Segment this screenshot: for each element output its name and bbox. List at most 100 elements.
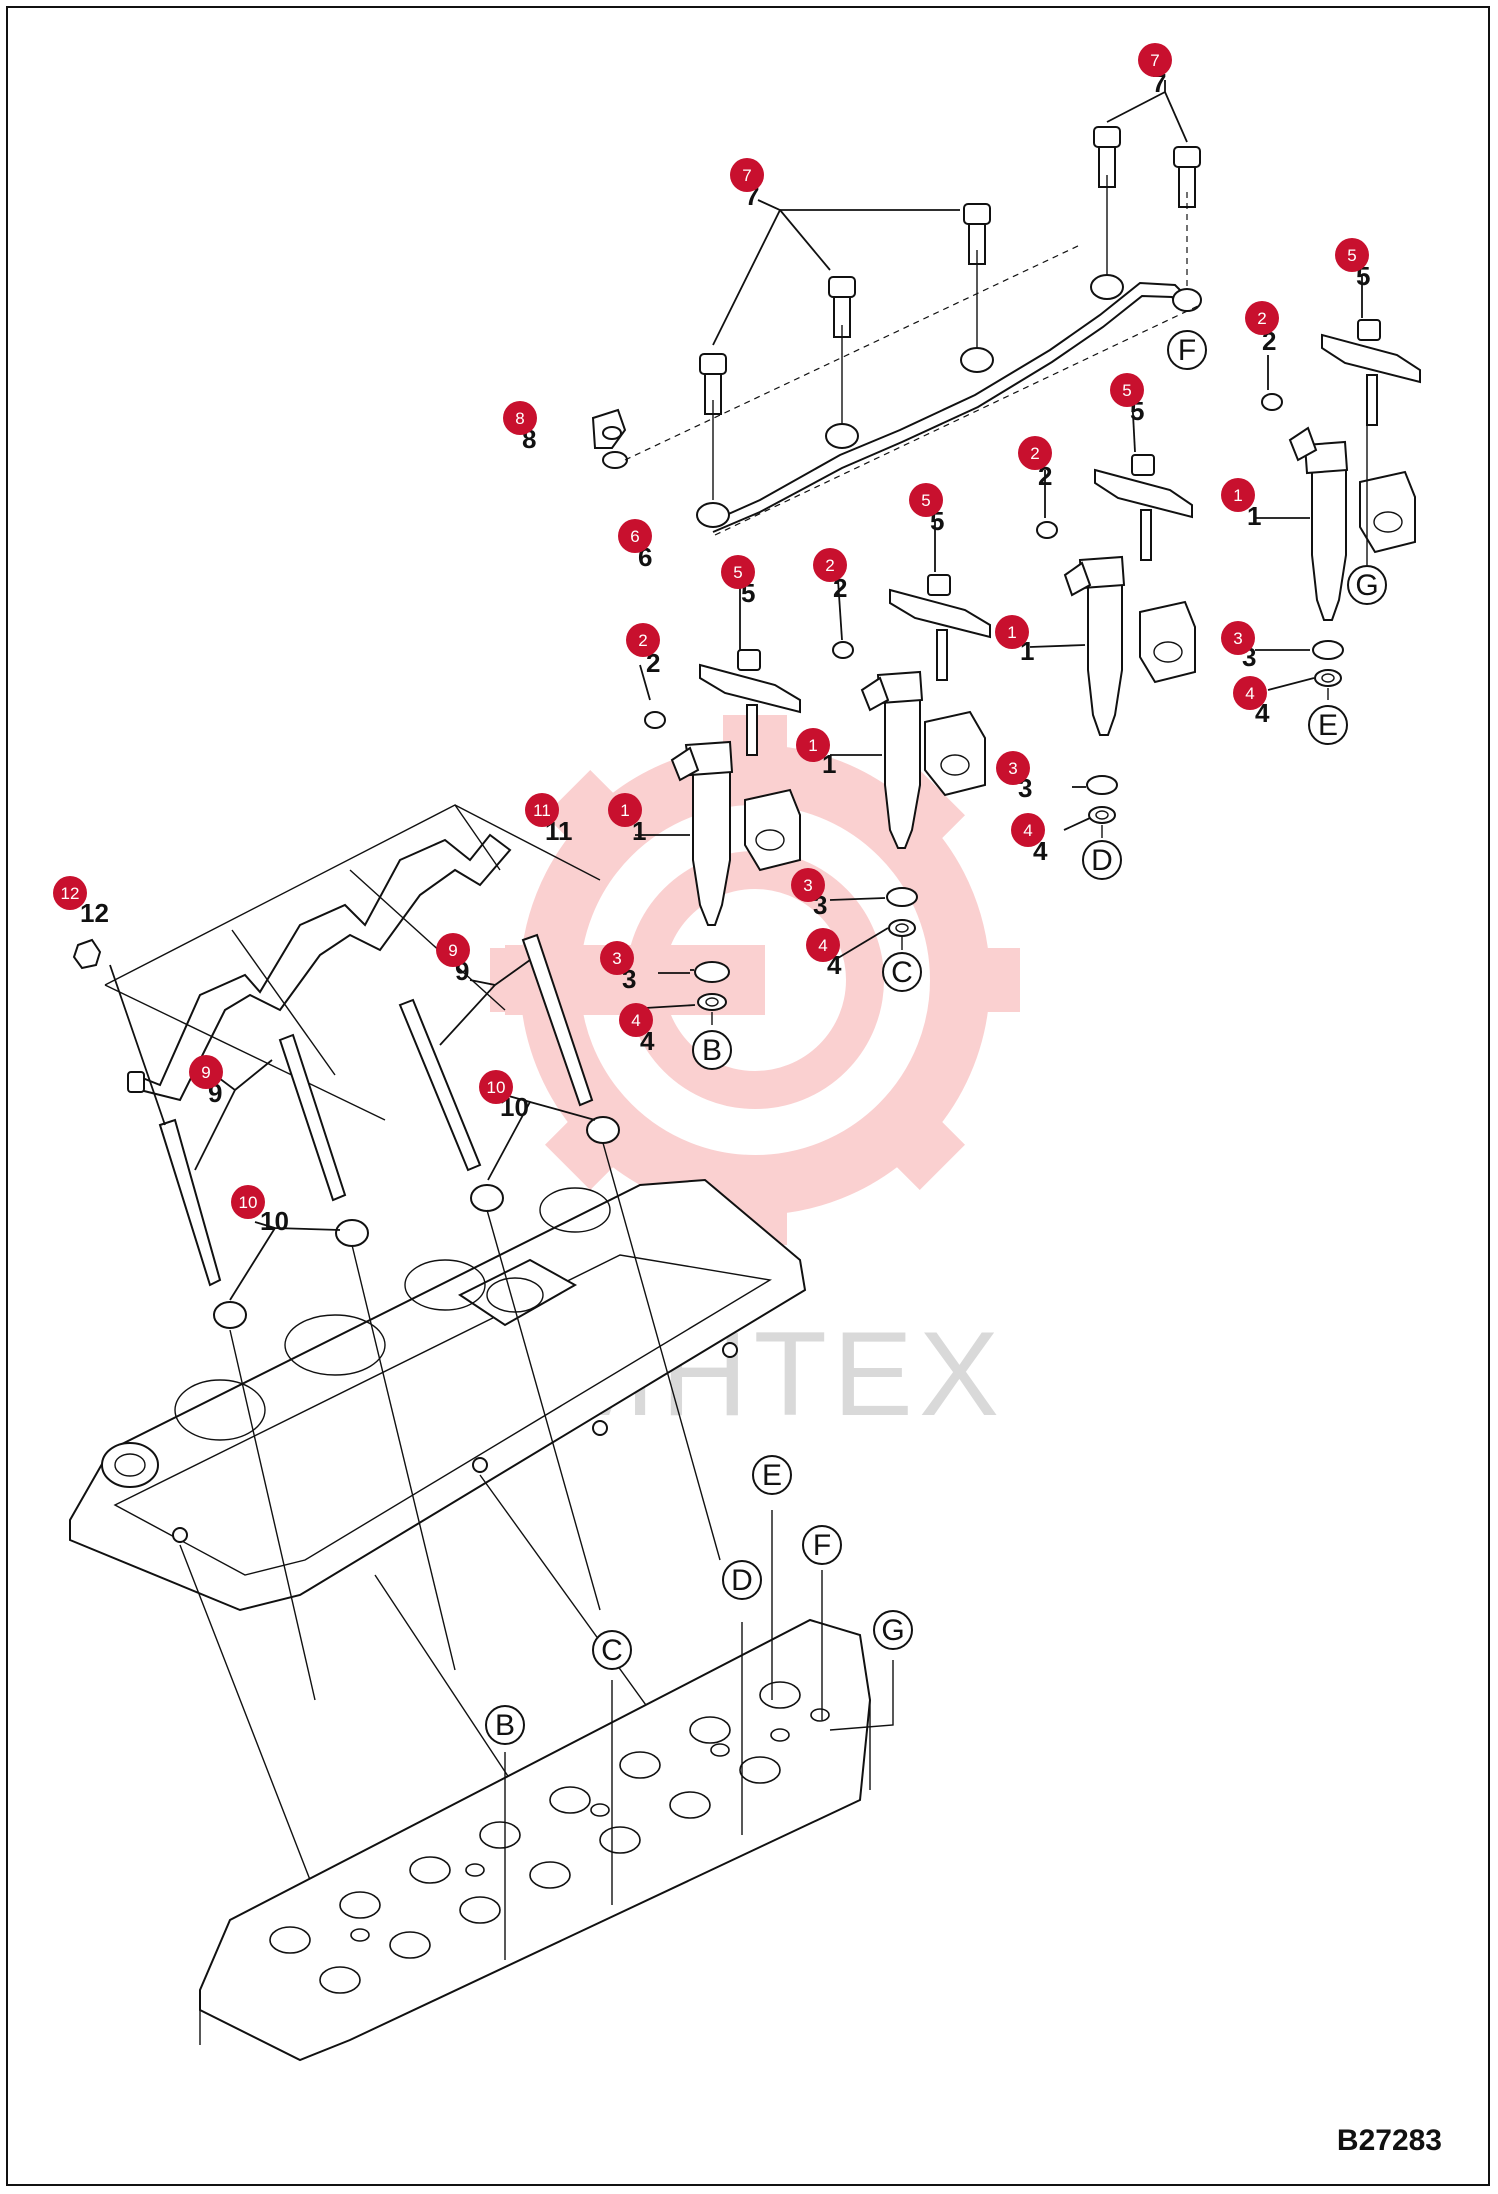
- diagram-frame: [6, 6, 1490, 2186]
- reference-letter-label: B: [702, 1034, 722, 1067]
- callout-badge-label: 7: [742, 166, 751, 185]
- callout-badge-label: 7: [1150, 51, 1159, 70]
- reference-letter-label: G: [881, 1614, 904, 1647]
- callout-badge-label: 1: [808, 736, 817, 755]
- callout-badge-icon: 4: [619, 1003, 653, 1037]
- reference-letter-icon: B: [485, 1705, 525, 1745]
- reference-letter-icon: D: [722, 1560, 762, 1600]
- callout-badge-icon: 5: [909, 483, 943, 517]
- callout-badge-label: 3: [803, 876, 812, 895]
- callout-badge-label: 9: [201, 1063, 210, 1082]
- reference-letter-label: C: [601, 1634, 623, 1667]
- reference-letter-icon: D: [1082, 840, 1122, 880]
- reference-letter-icon: G: [873, 1610, 913, 1650]
- callout-badge-icon: 11: [525, 793, 559, 827]
- callout-badge-label: 2: [638, 631, 647, 650]
- leak-off-rail: [696, 274, 1202, 533]
- callout-badge-icon: 4: [806, 928, 840, 962]
- callout-badge-icon: 3: [791, 868, 825, 902]
- callout-badge-icon: 3: [996, 751, 1030, 785]
- callout-badge-icon: 1: [1221, 478, 1255, 512]
- callout-badge-icon: 2: [813, 548, 847, 582]
- reference-letter-icon: C: [592, 1630, 632, 1670]
- reference-letter-label: E: [1318, 709, 1338, 742]
- callout-badge-icon: 5: [1110, 373, 1144, 407]
- injector-set-c: [832, 574, 991, 937]
- watermark-gear-icon: [490, 715, 1020, 1245]
- figure-code: B27283: [1336, 2124, 1442, 2157]
- reference-letter-icon: B: [692, 1030, 732, 1070]
- callout-badge-label: 9: [448, 941, 457, 960]
- callout-number: 1: [1247, 501, 1261, 531]
- reference-letter-label: C: [891, 956, 913, 989]
- callout-badge-label: 4: [818, 936, 827, 955]
- rail-bracket: [591, 408, 628, 469]
- callout-badge-label: 2: [1030, 444, 1039, 463]
- glow-plugs: [72, 933, 620, 1329]
- callout-badge-label: 1: [1233, 486, 1242, 505]
- reference-letter-icon: G: [1347, 565, 1387, 605]
- callout-badge-icon: 4: [1011, 813, 1045, 847]
- callout-number: 12: [80, 898, 109, 928]
- callout-badge-label: 4: [631, 1011, 640, 1030]
- injector-set-d: [1036, 454, 1196, 824]
- callout-badge-label: 4: [1023, 821, 1032, 840]
- reference-letter-label: D: [731, 1564, 753, 1597]
- reference-letter-label: F: [813, 1529, 831, 1562]
- callout-badge-icon: 7: [1138, 43, 1172, 77]
- reference-letter-label: F: [1178, 334, 1196, 367]
- reference-letter-icon: F: [1167, 330, 1207, 370]
- callout-badge-icon: 5: [1335, 238, 1369, 272]
- callout-badge-label: 2: [825, 556, 834, 575]
- callout-badge-icon: 1: [608, 793, 642, 827]
- callout-badge-icon: 9: [189, 1055, 223, 1089]
- cylinder-head: [199, 1618, 872, 2062]
- reference-letter-label: B: [495, 1709, 515, 1742]
- callout-badge-label: 12: [61, 884, 80, 903]
- injector-set-b: [644, 649, 801, 1011]
- callout-badge-label: 10: [239, 1193, 258, 1212]
- callout-badge-icon: 7: [730, 158, 764, 192]
- callout-badge-icon: 8: [503, 401, 537, 435]
- callout-number: 1: [822, 749, 836, 779]
- callout-badge-icon: 3: [1221, 621, 1255, 655]
- callout-badge-label: 8: [515, 409, 524, 428]
- injector-set-e: [1261, 319, 1421, 687]
- reference-letter-icon: C: [882, 952, 922, 992]
- reference-letters: B C D E F G B C D E F G: [485, 330, 1387, 1745]
- callout-badge-label: 3: [1233, 629, 1242, 648]
- callout-badge-label: 3: [612, 949, 621, 968]
- banjo-bolts: [699, 126, 1201, 415]
- callout-badge-label: 5: [921, 491, 930, 510]
- callout-badge-label: 6: [630, 527, 639, 546]
- callout-badge-icon: 6: [618, 519, 652, 553]
- valve-cover: [69, 1178, 807, 1612]
- callout-badge-icon: 9: [436, 933, 470, 967]
- callout-badge-label: 1: [620, 801, 629, 820]
- callout-number: 1: [632, 816, 646, 846]
- callouts: 7777886655555555222222221111111133333333…: [53, 43, 1370, 1236]
- reference-letter-icon: E: [1308, 705, 1348, 745]
- callout-badge-label: 10: [487, 1078, 506, 1097]
- callout-badge-label: 5: [1122, 381, 1131, 400]
- callout-badge-icon: 10: [231, 1185, 265, 1219]
- callout-badge-icon: 4: [1233, 676, 1267, 710]
- callout-badge-label: 4: [1245, 684, 1254, 703]
- callout-badge-icon: 12: [53, 876, 87, 910]
- callout-badge-label: 11: [533, 801, 551, 820]
- callout-badge-label: 2: [1257, 309, 1266, 328]
- reference-letter-icon: E: [752, 1455, 792, 1495]
- callout-badge-icon: 1: [995, 615, 1029, 649]
- callout-badge-icon: 5: [721, 555, 755, 589]
- callout-badge-label: 5: [1347, 246, 1356, 265]
- callout-badge-icon: 2: [626, 623, 660, 657]
- callout-badge-icon: 2: [1245, 301, 1279, 335]
- reference-letter-label: D: [1091, 844, 1113, 877]
- reference-letter-icon: F: [802, 1525, 842, 1565]
- callout-badge-icon: 10: [479, 1070, 513, 1104]
- callout-badge-label: 1: [1007, 623, 1016, 642]
- callout-badge-icon: 1: [796, 728, 830, 762]
- callout-badge-label: 3: [1008, 759, 1017, 778]
- glow-plug-harness: [127, 833, 512, 1102]
